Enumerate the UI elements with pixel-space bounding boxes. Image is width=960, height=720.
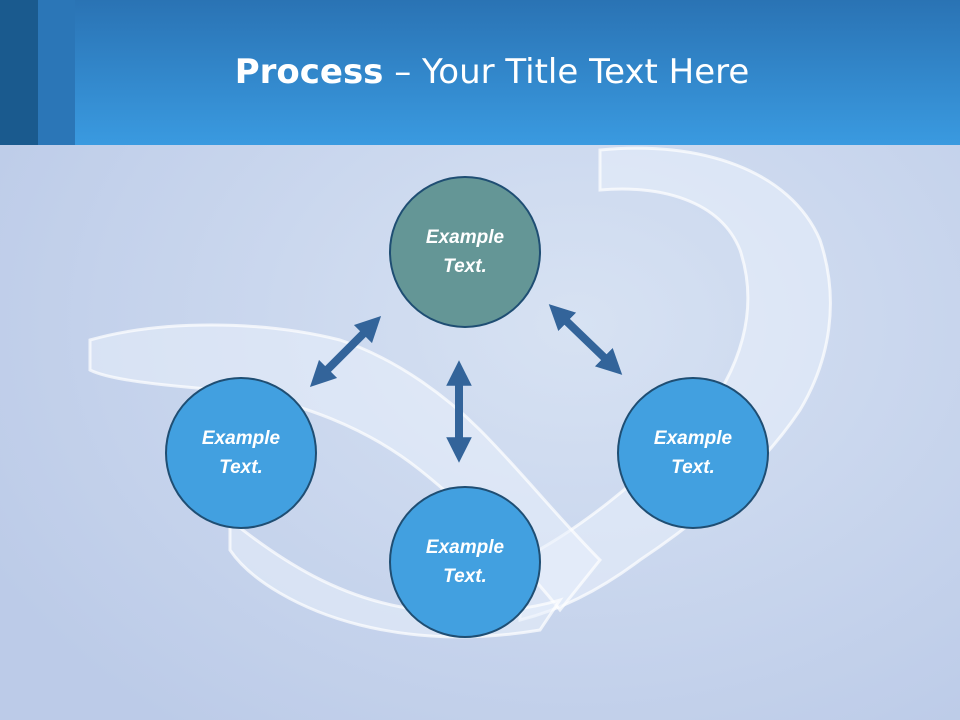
- process-node-top: Example Text.: [389, 176, 541, 328]
- node-text-line2: Text.: [219, 457, 263, 478]
- header-bar: Process – Your Title Text Here: [0, 0, 960, 145]
- process-node-left: Example Text.: [165, 377, 317, 529]
- double-arrow-top-left: [309, 315, 382, 388]
- node-text-line2: Text.: [443, 256, 487, 277]
- process-node-bottom: Example Text.: [389, 486, 541, 638]
- header-accent-medium: [38, 0, 75, 145]
- node-text-line1: Example: [425, 537, 505, 558]
- title-bold: Process: [234, 52, 384, 92]
- node-text-line2: Text.: [443, 566, 487, 587]
- node-text-line1: Example: [201, 428, 281, 449]
- header-accent-dark: [0, 0, 38, 145]
- node-text-line1: Example: [425, 227, 505, 248]
- node-text-line2: Text.: [671, 457, 715, 478]
- process-node-right: Example Text.: [617, 377, 769, 529]
- title-rest: – Your Title Text Here: [383, 52, 750, 92]
- double-arrow-top-right: [548, 304, 623, 375]
- page-title: Process – Your Title Text Here: [0, 52, 960, 92]
- node-text-line1: Example: [653, 428, 733, 449]
